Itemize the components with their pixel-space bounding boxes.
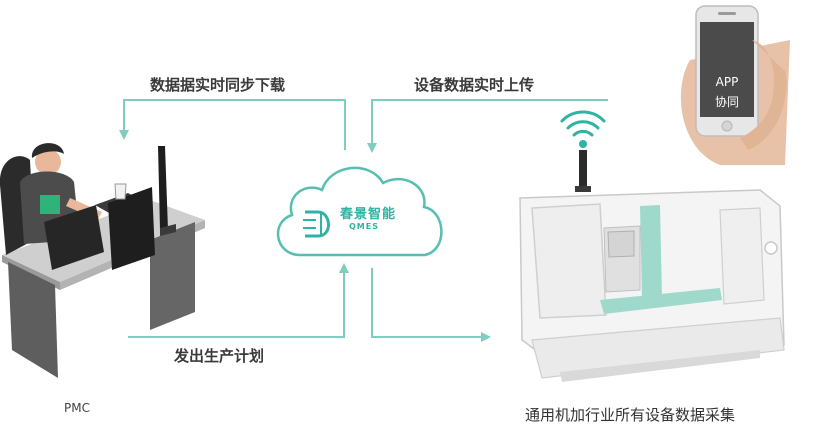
smartphone-illustration xyxy=(680,5,790,165)
download-arrow xyxy=(119,99,346,150)
upload-flow-label: 设备数据实时上传 xyxy=(414,76,535,94)
dispatch-arrow xyxy=(371,268,491,342)
qmes-logo-icon xyxy=(303,210,330,238)
phone-collab-label: 协同 xyxy=(714,95,739,109)
cloud-brand-cn: 春景智能 xyxy=(340,207,397,222)
production-plan-label: 发出生产计划 xyxy=(174,347,265,365)
cloud-icon xyxy=(276,166,443,257)
flow-arrows xyxy=(119,99,608,342)
upload-arrow xyxy=(367,99,608,153)
wifi-antenna-icon xyxy=(560,110,606,192)
pmc-label: PMC xyxy=(64,401,90,415)
phone-app-label: APP xyxy=(715,75,739,89)
plan-arrow xyxy=(128,263,349,338)
phone-screen-text: APP 协同 xyxy=(704,72,750,112)
cloud-brand-en: QMES xyxy=(349,222,379,231)
cnc-machine-illustration xyxy=(519,189,785,382)
pmc-workstation-illustration xyxy=(0,143,205,378)
download-flow-label: 数据据实时同步下载 xyxy=(150,76,286,94)
machine-collection-label: 通用机加行业所有设备数据采集 xyxy=(525,406,736,424)
